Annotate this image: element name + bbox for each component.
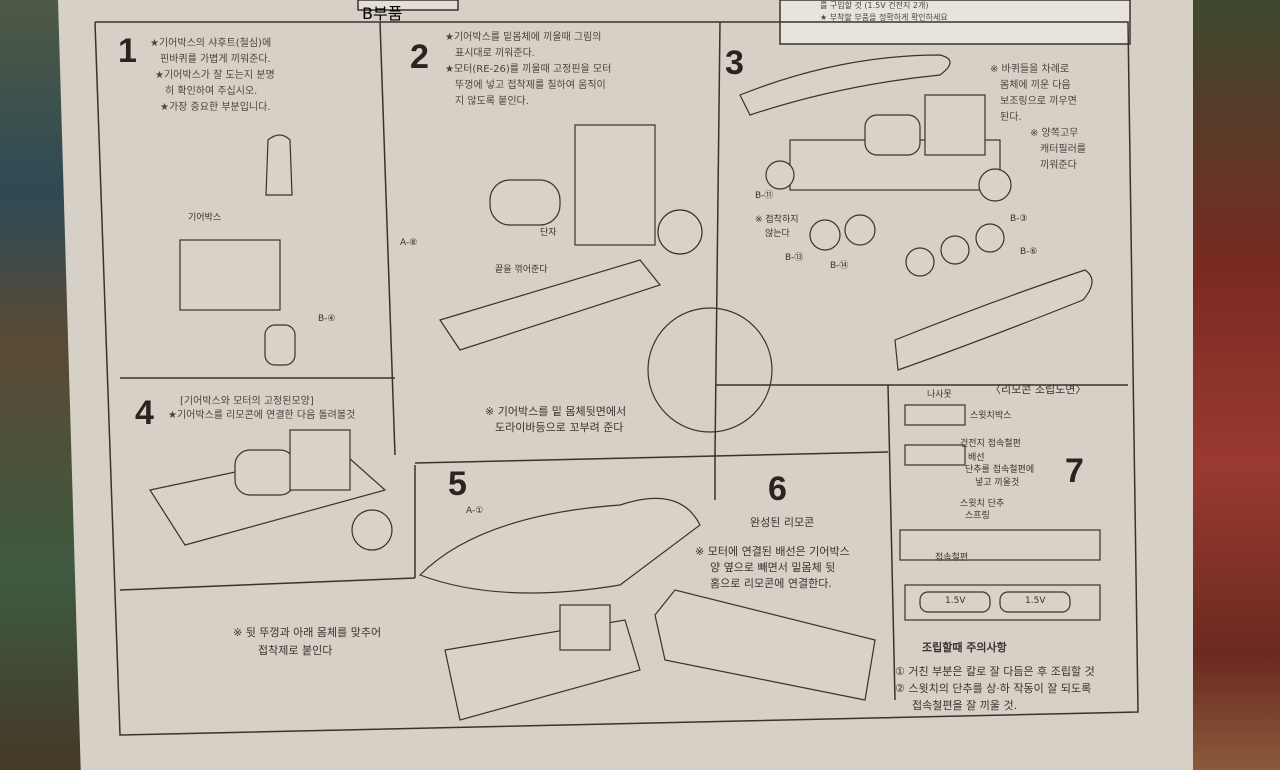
step-7-label-switchbox: 스윗치박스 — [970, 411, 1012, 421]
step-3-label-no-glue-2: 않는다 — [765, 229, 790, 239]
step-2-label-bend: 끝을 꺾어준다 — [495, 265, 548, 275]
top-tab-label: B부품 — [362, 4, 403, 23]
step-1-label-gearbox: 기어박스 — [188, 213, 222, 223]
step-1-note-1: ★기어박스의 샤후트(철심)에 — [150, 38, 272, 49]
step-7-label-contact-plate: 접속철편 — [935, 553, 969, 563]
step-5-label-a1: A-① — [466, 506, 484, 516]
step-3-note-1: ※ 바퀴들을 차례로 — [990, 64, 1070, 75]
step-6-note-3: 홈으로 리모콘에 연결한다. — [710, 577, 832, 590]
step-1-note-3: ★기어박스가 잘 도는지 분명 — [155, 70, 275, 81]
top-note-2: ★ 부착할 부품을 정확하게 확인하세요 — [820, 13, 948, 22]
step-3-note-5: ※ 양쪽고무 — [1030, 128, 1079, 139]
step-3-note-4: 된다. — [1000, 112, 1022, 123]
step-3-label-b11: B-⑪ — [755, 191, 774, 201]
step-2-note-3: ★모터(RE-26)를 끼울때 고정핀을 모터 — [445, 64, 612, 75]
step-3-label-b13: B-⑬ — [785, 253, 804, 263]
step-4-note-2: ★기어박스를 리모콘에 연결한 다음 돌려볼것 — [168, 410, 356, 421]
step-7-label-button-insert-2: 넣고 끼울것 — [975, 478, 1020, 488]
step-1-label-b4: B-④ — [318, 314, 336, 324]
caution-item-2: ② 스윗치의 단추를 상·하 작동이 잘 되도록 — [895, 682, 1092, 695]
step-2-note-5: 지 않도록 붙인다. — [455, 96, 529, 107]
step-4-number: 4 — [135, 394, 154, 432]
caution-item-2-cont: 접속철편을 잘 끼울 것. — [912, 699, 1018, 712]
step-2-footnote-2: 도라이바등으로 꼬부려 준다 — [495, 421, 624, 434]
caution-item-1: ① 거친 부분은 칼로 잘 다듬은 후 조립할 것 — [895, 665, 1095, 678]
step-7-label-button-insert: 단추를 접속철편에 — [965, 465, 1035, 475]
step-7-label-wire: 배선 — [968, 453, 985, 463]
step-3-note-3: 보조링으로 끼우면 — [1000, 96, 1077, 107]
step-3-label-b6: B-⑥ — [1020, 247, 1038, 257]
step-6-note-1: ※ 모터에 연결된 배선은 기어박스 — [695, 545, 850, 558]
step-3-label-b3: B-③ — [1010, 214, 1028, 224]
step-2-note-4: 뚜껑에 넣고 접착제를 칠하여 움직이 — [455, 80, 606, 91]
step-6-number: 6 — [768, 470, 787, 508]
step-2-label-a8: A-⑧ — [400, 238, 418, 248]
step-7-label-spring: 스프링 — [965, 511, 990, 521]
top-note-1: 를 구입할 것 (1.5V 건전지 2개) — [820, 1, 929, 10]
step-1-note-5: ★가장 중요한 부분입니다. — [160, 102, 271, 113]
step-7-label-battery-2: 1.5V — [1025, 596, 1046, 606]
step-2-label-terminal: 단자 — [540, 228, 557, 238]
step-3-note-6: 캐터필러를 — [1040, 144, 1086, 155]
step-3-note-2: 몸체에 끼운 다음 — [1000, 80, 1071, 91]
step-1-note-4: 히 확인하여 주십시오. — [165, 86, 258, 97]
step-2-note-2: 표시대로 끼워준다. — [455, 48, 535, 59]
step-6-note-2: 양 옆으로 빼면서 밑몸체 뒷 — [710, 561, 836, 574]
step-7-label-screw: 나사못 — [927, 390, 952, 400]
step-1-note-2: 핀바퀴를 가볍게 끼워준다. — [160, 54, 271, 65]
step-2-number: 2 — [410, 38, 429, 76]
step-7-number: 7 — [1065, 452, 1084, 490]
step-5-footnote-1: ※ 뒷 뚜껑과 아래 몸체를 맞추어 — [233, 626, 382, 639]
step-7-title: 〈리모콘 조립도면〉 — [990, 383, 1087, 396]
step-4-note-1: [기어박스와 모터의 고정된모양] — [180, 396, 314, 407]
step-5-number: 5 — [448, 465, 467, 503]
step-5-footnote-2: 접착제로 붙인다 — [258, 644, 333, 657]
step-3-note-7: 끼워준다 — [1040, 160, 1077, 171]
step-1-number: 1 — [118, 32, 137, 70]
step-7-label-battery-1: 1.5V — [945, 596, 966, 606]
step-2-footnote-1: ※ 기어박스를 밑 몸체뒷면에서 — [485, 405, 627, 418]
step-3-label-no-glue: ※ 접착하지 — [755, 215, 799, 225]
step-3-label-b14: B-⑭ — [830, 261, 849, 271]
step-3-number: 3 — [725, 44, 744, 82]
step-2-note-1: ★기어박스를 밑몸체에 끼울때 그림의 — [445, 32, 602, 43]
step-7-label-battery-contact: 건전지 접속철편 — [960, 439, 1021, 449]
cautions-title: 조립할때 주의사항 — [922, 641, 1007, 654]
step-6-title: 완성된 리모콘 — [750, 516, 815, 529]
step-7-label-switch-button: 스윗치 단추 — [960, 499, 1005, 509]
